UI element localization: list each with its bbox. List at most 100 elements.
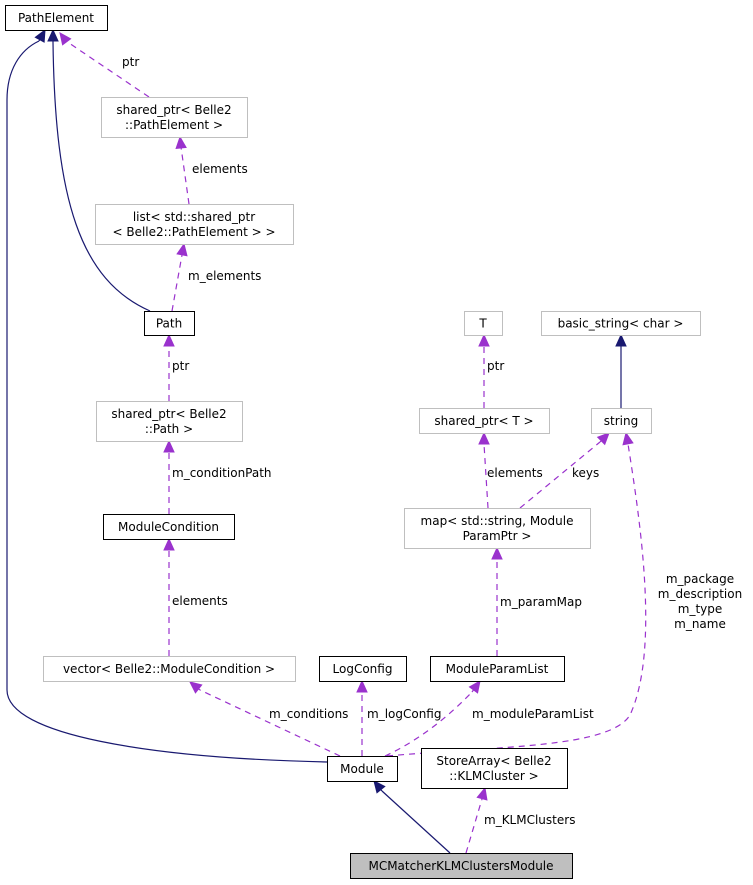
- labels-layer: ptrelementsm_elementsptrm_conditionPathe…: [122, 55, 742, 827]
- edge-label-line: ptr: [122, 55, 139, 69]
- arrowhead-icon: [356, 679, 368, 693]
- edge-sp-pathelement-to-pathelement: [59, 32, 150, 98]
- class-node-mcmatcher[interactable]: MCMatcherKLMClustersModule: [350, 853, 573, 879]
- edge-line: [381, 790, 451, 854]
- edge-label: m_KLMClusters: [484, 813, 575, 827]
- class-node-label-line: ::KLMCluster >: [449, 769, 538, 783]
- class-node-module[interactable]: Module: [327, 756, 398, 782]
- class-node-label: LogConfig: [333, 662, 393, 676]
- edge-line: [199, 689, 341, 757]
- edge-mcmatcher-to-storearray: [465, 786, 488, 854]
- edge-sp-path-to-path: [163, 333, 175, 401]
- edge-line: [465, 798, 483, 854]
- edge-sp-t-to-t: [478, 333, 490, 408]
- class-node-box: [419, 408, 550, 434]
- arrowhead-icon: [622, 431, 634, 446]
- arrowhead-icon: [615, 333, 627, 347]
- class-node-vector-mc[interactable]: vector< Belle2::ModuleCondition >: [43, 656, 296, 682]
- edge-line: [52, 41, 151, 312]
- class-node-string[interactable]: string: [591, 408, 652, 434]
- class-node-t[interactable]: T: [464, 311, 503, 336]
- class-node-label: Path: [156, 317, 182, 331]
- class-node-basic-string[interactable]: basic_string< char >: [541, 311, 701, 336]
- arrowhead-icon: [34, 28, 46, 43]
- edge-module-to-pathelement: [6, 28, 328, 763]
- class-node-list-sp[interactable]: list< std::shared_ptr< Belle2::PathEleme…: [95, 204, 294, 245]
- class-node-label: MCMatcherKLMClustersModule: [368, 859, 553, 873]
- edge-label: m_conditions: [269, 707, 348, 721]
- edge-label: m_paramMap: [500, 595, 582, 609]
- class-node-label: ModuleCondition: [118, 520, 219, 534]
- class-node-label-line: < Belle2::PathElement > >: [112, 225, 275, 239]
- class-node-label-line: Module: [340, 762, 384, 776]
- arrowhead-icon: [163, 333, 175, 347]
- edge-label-line: m_logConfig: [367, 707, 441, 721]
- class-node-box: [541, 311, 701, 336]
- class-node-box: [464, 311, 503, 336]
- edge-label-line: m_description: [658, 587, 742, 601]
- class-node-label: Module: [340, 762, 384, 776]
- class-node-box: [430, 656, 565, 682]
- class-node-label-line: map< std::string, Module: [421, 514, 574, 528]
- edge-label: elements: [172, 594, 228, 608]
- edge-path-to-list-sp: [171, 242, 188, 312]
- class-node-label-line: shared_ptr< Belle2: [111, 407, 226, 421]
- edge-module-to-vector-mc: [189, 681, 341, 757]
- class-node-label: ModuleParamList: [446, 662, 549, 676]
- class-node-label: vector< Belle2::ModuleCondition >: [63, 662, 275, 676]
- class-node-box: [421, 748, 568, 789]
- class-node-label-line: ModuleParamList: [446, 662, 549, 676]
- edge-modulecondition-to-sp-path: [163, 439, 175, 514]
- class-node-pathelement[interactable]: PathElement: [5, 5, 108, 31]
- arrowhead-icon: [491, 546, 503, 560]
- class-node-label: basic_string< char >: [558, 317, 684, 331]
- class-node-box: [103, 514, 235, 540]
- edge-label-line: m_paramMap: [500, 595, 582, 609]
- edge-label-line: keys: [572, 466, 599, 480]
- edge-label: m_moduleParamList: [472, 707, 594, 721]
- class-node-logconfig[interactable]: LogConfig: [319, 656, 407, 682]
- class-node-label-line: ParamPtr >: [463, 529, 532, 543]
- arrowhead-icon: [175, 135, 187, 150]
- edge-label-line: m_elements: [188, 269, 261, 283]
- arrowhead-icon: [478, 431, 490, 445]
- class-node-label: shared_ptr< Belle2::PathElement >: [116, 103, 231, 132]
- arrowhead-icon: [468, 680, 481, 694]
- class-node-label: PathElement: [18, 11, 94, 25]
- edge-module-to-logconfig: [356, 679, 368, 756]
- edge-label: ptr: [487, 359, 504, 373]
- class-node-storearray[interactable]: StoreArray< Belle2::KLMCluster >: [421, 748, 568, 789]
- arrowhead-icon: [189, 681, 203, 694]
- class-node-label: string: [604, 414, 638, 428]
- edge-label: elements: [487, 466, 543, 480]
- class-node-sp-pathelement[interactable]: shared_ptr< Belle2::PathElement >: [101, 97, 248, 138]
- arrowhead-icon: [163, 439, 175, 453]
- edge-mcmatcher-to-module: [373, 780, 451, 854]
- arrowhead-icon: [163, 537, 175, 551]
- edge-line: [180, 146, 190, 205]
- class-node-label-line: vector< Belle2::ModuleCondition >: [63, 662, 275, 676]
- arrowhead-icon: [476, 786, 488, 801]
- class-node-box: [327, 756, 398, 782]
- class-node-label-line: Path: [156, 317, 182, 331]
- edge-label-line: elements: [192, 162, 248, 176]
- edge-moduleparamlist-to-map: [491, 546, 503, 656]
- arrowhead-icon: [478, 333, 490, 347]
- class-node-path[interactable]: Path: [144, 311, 195, 336]
- class-node-box: [144, 311, 195, 336]
- class-node-moduleparamlist[interactable]: ModuleParamList: [430, 656, 565, 682]
- class-node-modulecondition[interactable]: ModuleCondition: [103, 514, 235, 540]
- class-node-sp-t[interactable]: shared_ptr< T >: [419, 408, 550, 434]
- edge-map-to-string: [519, 432, 610, 509]
- arrowhead-icon: [59, 32, 72, 46]
- class-node-label-line: ModuleCondition: [118, 520, 219, 534]
- edge-label-line: m_type: [678, 602, 723, 616]
- class-node-box: [591, 408, 652, 434]
- edge-label-line: m_KLMClusters: [484, 813, 575, 827]
- class-node-label: list< std::shared_ptr< Belle2::PathEleme…: [112, 210, 275, 239]
- class-node-sp-path[interactable]: shared_ptr< Belle2::Path >: [96, 401, 243, 442]
